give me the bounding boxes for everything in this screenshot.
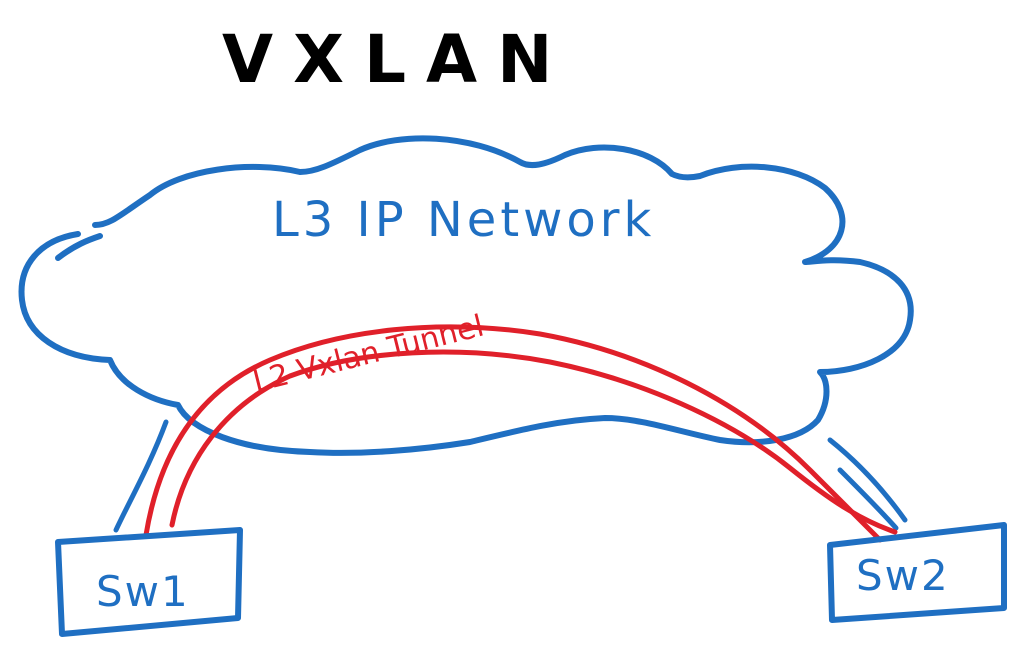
network-uplinks: [113, 419, 908, 533]
tunnel-inner-stroke: [169, 349, 898, 535]
sw2-uplink-lower: [837, 467, 899, 531]
sw1-uplink: [113, 419, 169, 533]
sw2-box: [827, 522, 1007, 623]
cloud-label: L3 IP Network: [272, 192, 655, 248]
tunnel-outer-stroke: [143, 324, 883, 543]
cloud-outline: [18, 135, 914, 456]
l3-network-cloud: [18, 135, 914, 456]
cloud-inner-stroke: [55, 233, 103, 261]
sw1-box: [55, 527, 243, 637]
switch-sw2[interactable]: Sw2: [827, 522, 1007, 623]
switch-sw1[interactable]: Sw1: [55, 527, 243, 637]
sw2-label: Sw2: [856, 551, 950, 600]
sw2-uplink: [827, 437, 908, 523]
diagram-title: VXLAN: [222, 21, 572, 98]
sw1-label: Sw1: [96, 567, 190, 616]
l2-vxlan-tunnel: [143, 324, 898, 543]
